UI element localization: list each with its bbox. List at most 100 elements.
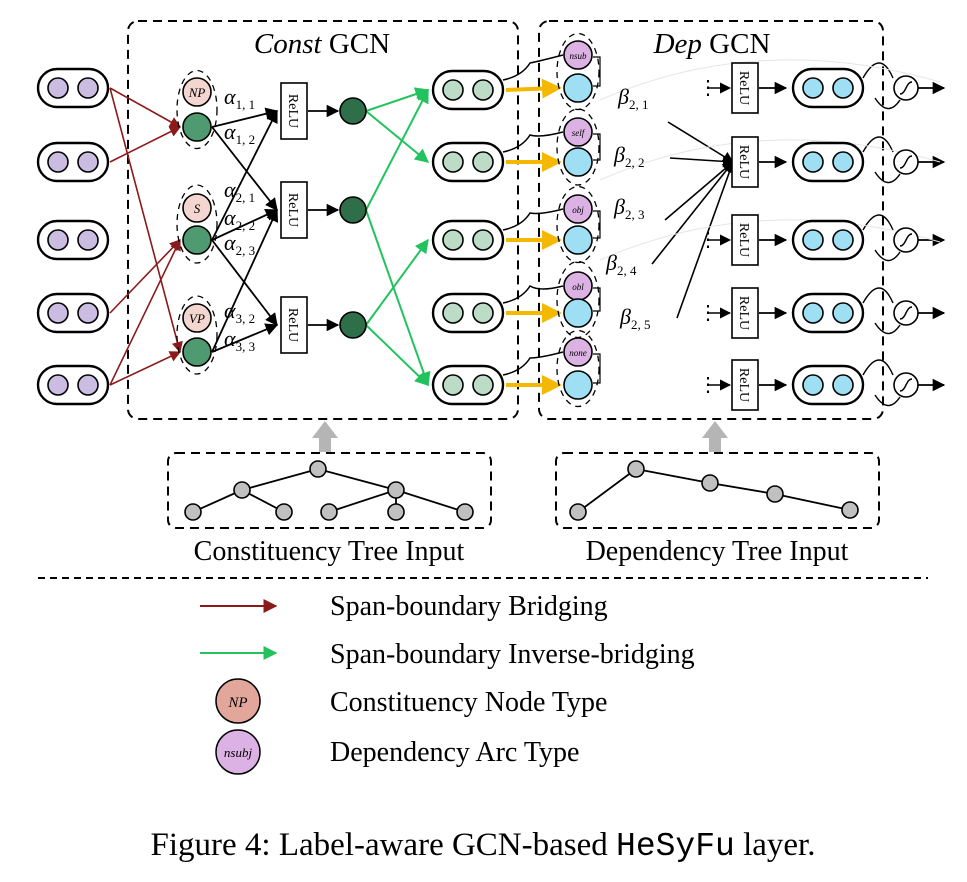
const-type-label-1: NP: [188, 85, 206, 100]
input-token-4-unit-b: [77, 302, 99, 324]
const-node-bracket-2: [176, 184, 218, 264]
const-gcn-title: Const GCN: [254, 28, 390, 60]
const-node-bracket-3: [176, 295, 218, 375]
const-input-arrow: [312, 421, 338, 452]
input-token-3-unit-a: [47, 229, 69, 251]
dep-ellipsis-4: ⋮: [698, 302, 718, 324]
dep-relu-5-label: ReLU: [736, 368, 751, 402]
dep-tree-edge-3: [709, 482, 776, 495]
const-output-4-unit-b: [472, 302, 494, 324]
inverse-bridging-arrow-5: [365, 238, 429, 326]
dep-link-3: [502, 208, 564, 231]
input-token-5-unit-b: [77, 374, 99, 396]
dep-output-2-unit-b: [832, 151, 854, 173]
dep-tree-node-4: [766, 485, 784, 503]
dep-gcn-title: Dep GCN: [653, 28, 771, 60]
alpha-label-5: α2, 3: [224, 230, 255, 258]
legend-const-node-type-label: Constituency Node Type: [330, 687, 607, 718]
dep-tree-panel: [555, 452, 880, 529]
dep-tree-edge-1: [577, 468, 637, 513]
dep-arc-node-2: [563, 117, 593, 147]
beta-edge-5: [676, 160, 735, 319]
bridging-arrow-5: [109, 238, 181, 386]
alpha-label-6: α3, 2: [224, 298, 255, 326]
sigmoid-icon-4: [899, 306, 913, 320]
const-output-2-unit-a: [442, 151, 464, 173]
dep-arc-label-5: none: [569, 348, 587, 358]
const-type-label-3: VP: [189, 311, 205, 326]
dep-pair-bracket-4: [593, 287, 601, 312]
dep-relu-3: [731, 214, 759, 266]
const-tree-node-2: [233, 481, 251, 499]
alpha-edge-1: [211, 107, 279, 128]
bridging-arrow-4: [109, 239, 181, 314]
dep-output-1-unit-a: [802, 77, 824, 99]
dep-tree-node-2: [627, 460, 645, 478]
gate-link-top-4: [862, 287, 894, 304]
const-relu-2-label: ReLU: [285, 193, 300, 227]
alpha-edge-4: [211, 209, 279, 241]
const-type-node-3: [182, 303, 212, 333]
const-relu-3: [280, 296, 308, 354]
const-tree-edge-5: [328, 489, 397, 513]
legend-nsubj-arc-icon: [215, 729, 261, 775]
legend-nsubj-arc-label: nsubj: [224, 745, 253, 760]
dep-relu-2-label: ReLU: [736, 145, 751, 179]
const-tree-edge-2: [317, 468, 397, 491]
input-token-3-unit-b: [77, 229, 99, 251]
dep-gcn-panel: [538, 20, 884, 420]
dep-tree-edge-2: [635, 468, 711, 484]
gate-link-top-1: [862, 62, 894, 79]
dep-node-2: [563, 147, 593, 177]
dep-pair-bracket-5: [593, 353, 601, 384]
const-gcn-panel: [127, 20, 519, 420]
input-token-2-unit-a: [47, 151, 69, 173]
dep-relu-3-label: ReLU: [736, 223, 751, 257]
const-tree-caption: Constituency Tree Input: [194, 536, 465, 567]
dep-arc-label-1: nsub: [569, 51, 587, 61]
dep-output-2-unit-a: [802, 151, 824, 173]
gate-link-bottom-5: [874, 394, 901, 407]
alpha-edge-3: [211, 109, 278, 241]
dep-link-5: [502, 351, 564, 376]
alpha-edge-2: [211, 126, 278, 211]
inverse-bridging-arrow-2: [365, 110, 430, 163]
gate-link-bottom-3: [874, 249, 901, 262]
gate-link-top-2: [862, 136, 894, 153]
dep-pair-bracket-1: [593, 56, 601, 87]
const-relu-2: [280, 181, 308, 239]
const-tree-node-4: [184, 503, 202, 521]
dep-arc-node-3: [563, 194, 593, 224]
inverse-bridging-arrow-6: [365, 324, 430, 386]
dep-node-4: [563, 298, 593, 328]
dep-link-1: [502, 54, 564, 81]
dep-output-4-unit-b: [832, 302, 854, 324]
dep-node-bracket-1: [556, 32, 600, 111]
dep-node-bracket-2: [556, 108, 600, 186]
input-token-1-unit-b: [77, 77, 99, 99]
dep-relu-5: [731, 359, 759, 411]
legend-bridging-label: Span-boundary Bridging: [330, 591, 608, 622]
const-tree-edge-1: [241, 468, 319, 491]
const-relu-1-label: ReLU: [285, 94, 300, 128]
gate-link-bottom-4: [874, 322, 901, 335]
dep-node-5: [563, 370, 593, 400]
input-token-4-unit-a: [47, 302, 69, 324]
inverse-bridging-arrow-3: [365, 88, 429, 211]
gate-link-top-5: [862, 359, 894, 376]
const-tree-panel: [167, 452, 492, 529]
const-output-4-unit-a: [442, 302, 464, 324]
beta-label-5: β2, 5: [619, 304, 650, 332]
const-output-3-unit-a: [442, 229, 464, 251]
legend-inverse-bridging-label: Span-boundary Inverse-bridging: [330, 639, 695, 670]
dep-relu-1-label: ReLU: [736, 71, 751, 105]
dep-output-1-unit-b: [832, 77, 854, 99]
const-hidden-node-1: [339, 97, 367, 125]
input-token-2-unit-b: [77, 151, 99, 173]
alpha-label-2: α1, 2: [224, 119, 255, 147]
dep-relu-4-label: ReLU: [736, 296, 751, 330]
const-tree-node-1: [309, 460, 327, 478]
